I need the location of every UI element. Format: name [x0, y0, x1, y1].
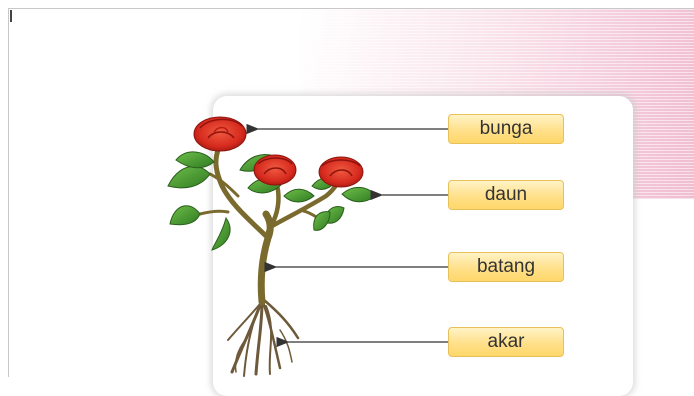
label-root-text: akar: [487, 331, 525, 352]
frame-border-left: [8, 8, 9, 377]
label-flower: bunga: [448, 114, 564, 144]
label-leaf: daun: [448, 180, 564, 210]
label-root: akar: [448, 327, 564, 357]
label-stem-text: batang: [476, 256, 536, 277]
text-cursor: [10, 10, 12, 22]
pointer-arrows: [246, 123, 448, 348]
plant-illustration: [167, 116, 448, 377]
leaf: [169, 205, 201, 226]
leaf: [313, 211, 331, 231]
plant-leaves: [167, 151, 377, 251]
label-stem: batang: [448, 252, 564, 282]
leaf: [175, 151, 215, 169]
leaf: [283, 188, 315, 203]
plant-roots: [227, 298, 300, 377]
leaf: [167, 165, 211, 189]
flower-right: [318, 156, 364, 188]
diagram-canvas: bunga daun batang akar: [8, 8, 694, 377]
leaf: [341, 187, 377, 203]
flower-middle: [253, 154, 297, 186]
label-flower-text: bunga: [479, 118, 533, 139]
label-leaf-text: daun: [484, 184, 528, 205]
frame-border-top: [8, 8, 694, 9]
leaf: [211, 216, 231, 251]
flower-top-left: [193, 116, 247, 152]
